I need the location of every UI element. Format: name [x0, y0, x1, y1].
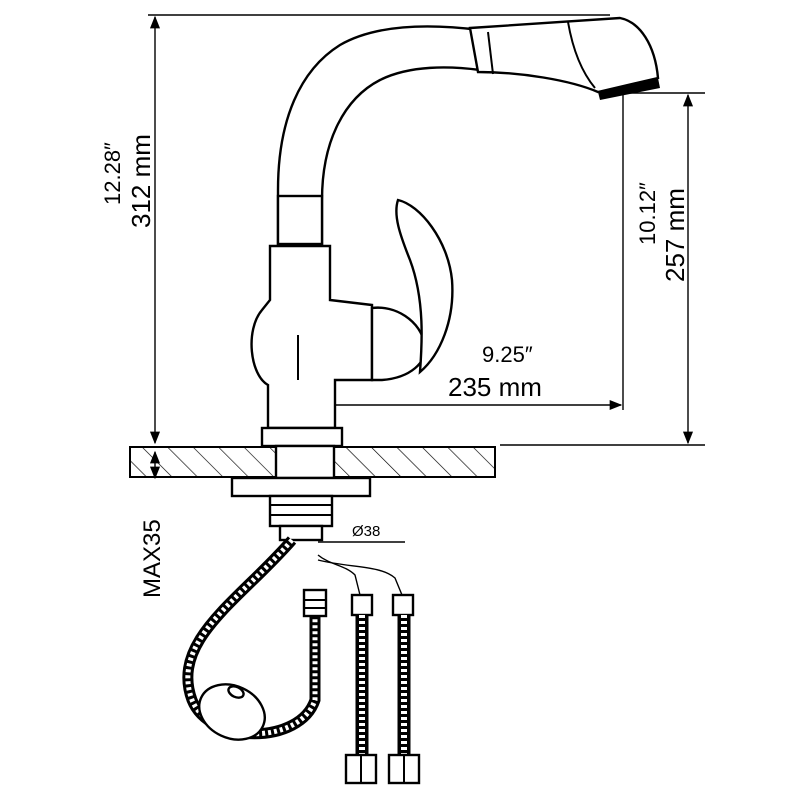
- total-height-inch-label: 12.28″: [100, 142, 125, 205]
- total-height-mm-label: 312 mm: [126, 134, 156, 228]
- supply-hose-right: [317, 559, 421, 785]
- dimension-total-height: [148, 14, 610, 445]
- dimension-reach: [300, 93, 624, 411]
- spout-height-inch-label: 10.12″: [635, 182, 660, 245]
- supply-hose-left: [317, 554, 378, 785]
- faucet-body: [250, 25, 482, 448]
- lever-handle: [370, 198, 454, 382]
- reach-mm-label: 235 mm: [448, 372, 542, 402]
- spout-height-mm-label: 257 mm: [660, 188, 690, 282]
- hole-diameter-label: Ø38: [352, 523, 380, 540]
- max-thickness-label: MAX35: [139, 519, 166, 598]
- pull-out-hose: [182, 536, 328, 741]
- spray-head: [468, 16, 660, 100]
- reach-inch-label: 9.25″: [482, 342, 533, 367]
- mounting-shank: [230, 444, 372, 542]
- hose-weight: [198, 683, 266, 741]
